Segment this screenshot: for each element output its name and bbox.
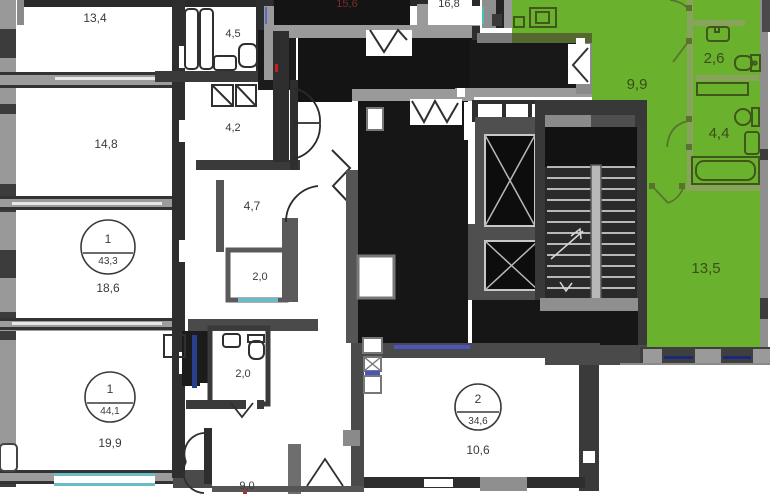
svg-text:43,3: 43,3 <box>98 256 118 267</box>
svg-text:13,4: 13,4 <box>83 11 107 25</box>
svg-text:4,2: 4,2 <box>225 122 240 134</box>
svg-text:4,5: 4,5 <box>225 28 240 40</box>
svg-text:2,0: 2,0 <box>252 271 267 283</box>
svg-text:4,4: 4,4 <box>709 125 730 142</box>
svg-text:4,7: 4,7 <box>244 199 261 213</box>
svg-text:14,8: 14,8 <box>94 137 118 151</box>
svg-text:13,5: 13,5 <box>691 260 720 277</box>
svg-text:16,8: 16,8 <box>438 0 459 10</box>
svg-text:18,6: 18,6 <box>96 281 120 295</box>
svg-text:2,0: 2,0 <box>235 368 250 380</box>
svg-text:1: 1 <box>105 232 112 246</box>
svg-text:19,9: 19,9 <box>98 436 122 450</box>
svg-text:1: 1 <box>107 382 114 396</box>
svg-text:10,6: 10,6 <box>466 443 490 457</box>
svg-text:34,6: 34,6 <box>468 416 488 427</box>
svg-text:9,0: 9,0 <box>239 480 254 492</box>
svg-text:2: 2 <box>475 392 482 406</box>
svg-text:9,9: 9,9 <box>627 76 648 93</box>
svg-text:2,6: 2,6 <box>704 50 725 67</box>
svg-text:44,1: 44,1 <box>100 406 120 417</box>
svg-text:15,6: 15,6 <box>336 0 357 10</box>
